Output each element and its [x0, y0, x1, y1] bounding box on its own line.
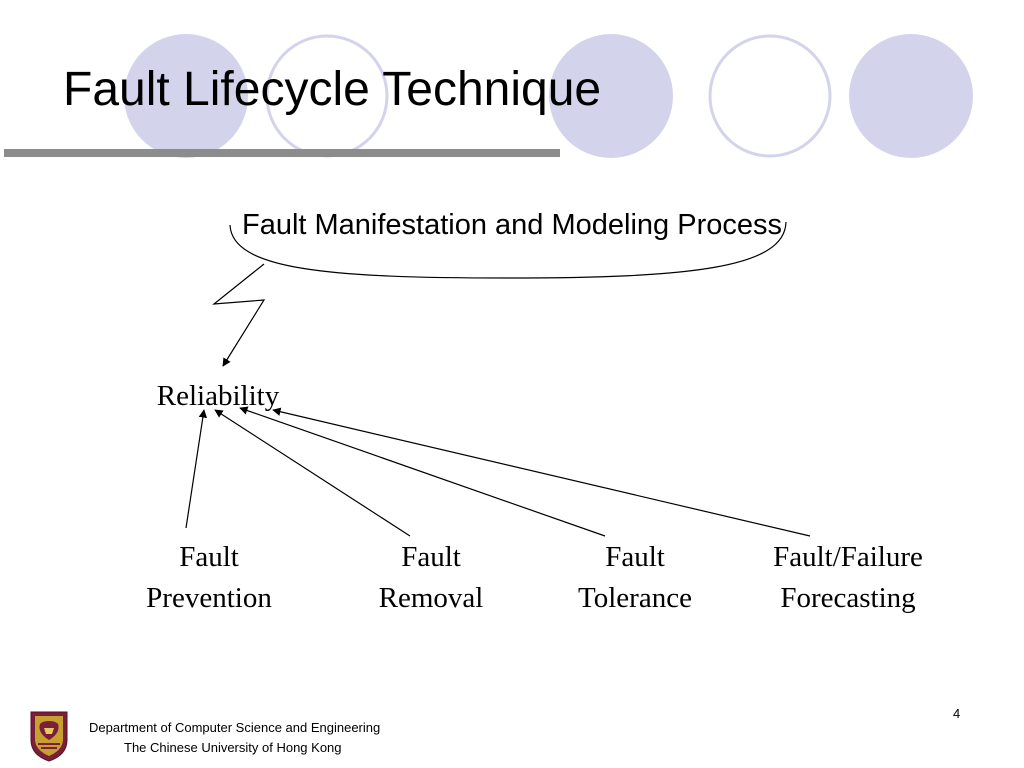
reliability-label: Reliability — [157, 380, 280, 412]
source-removal-line1: Fault — [401, 541, 461, 573]
page-number: 4 — [953, 706, 961, 721]
arrow-tolerance — [239, 406, 606, 537]
university-crest-icon — [30, 711, 68, 762]
arrow-prevention — [185, 409, 208, 529]
arrow-removal — [214, 409, 411, 537]
circle-filled-2 — [549, 34, 673, 158]
source-tolerance: Fault Tolerance — [578, 541, 692, 614]
source-prevention-line2: Prevention — [146, 582, 272, 614]
source-forecasting-line1: Fault/Failure — [773, 541, 923, 573]
source-tolerance-line1: Fault — [605, 541, 665, 573]
circle-filled-1 — [124, 34, 248, 158]
decorative-circles — [124, 34, 973, 158]
footer-university: The Chinese University of Hong Kong — [124, 740, 342, 755]
arrow-forecasting — [272, 407, 811, 537]
process-brace — [229, 221, 787, 279]
footer-department: Department of Computer Science and Engin… — [89, 720, 381, 735]
source-forecasting-line2: Forecasting — [780, 582, 915, 614]
title-underline — [4, 149, 560, 157]
circle-outline-2 — [708, 34, 832, 158]
slide-footer: Department of Computer Science and Engin… — [0, 700, 1024, 768]
process-label: Fault Manifestation and Modeling Process — [242, 209, 782, 241]
source-tolerance-line2: Tolerance — [578, 582, 692, 614]
source-prevention: Fault Prevention — [146, 541, 272, 614]
lightning-connector — [212, 263, 266, 367]
circle-filled-3 — [849, 34, 973, 158]
source-removal-line2: Removal — [379, 582, 484, 614]
slide-title: Fault Lifecycle Technique — [63, 63, 602, 116]
source-removal: Fault Removal — [379, 541, 484, 614]
source-forecasting: Fault/Failure Forecasting — [773, 541, 923, 614]
source-prevention-line1: Fault — [179, 541, 239, 573]
